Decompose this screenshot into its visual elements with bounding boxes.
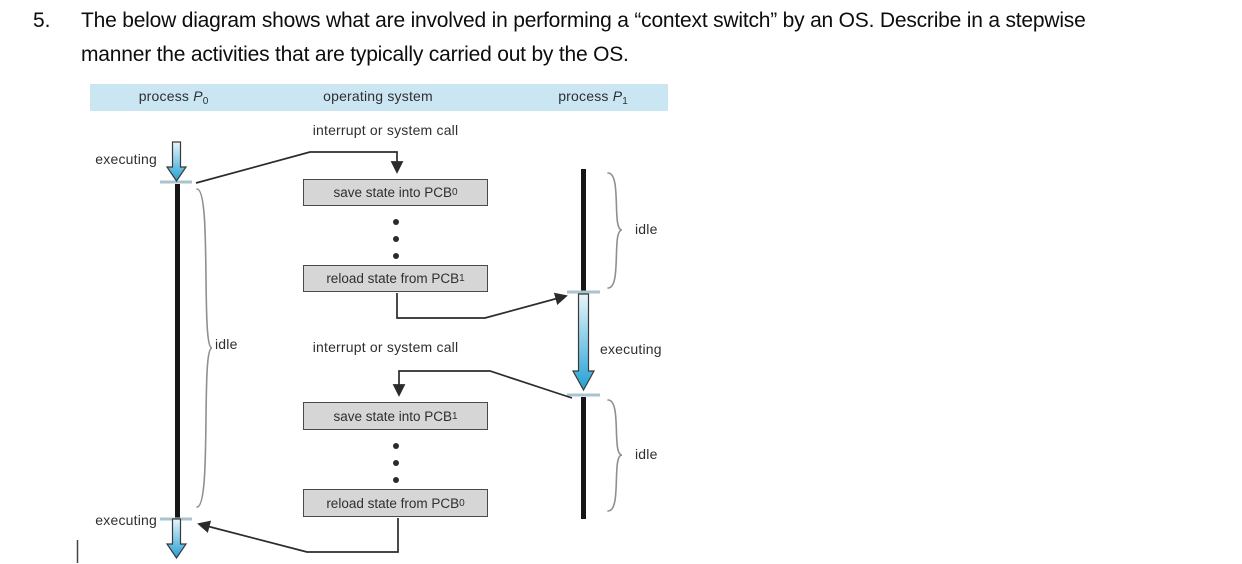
box-reload1-text: reload state from PCB bbox=[326, 271, 460, 286]
idle-label-left: idle bbox=[215, 336, 238, 352]
ellipsis-dot bbox=[393, 236, 399, 242]
p1-idle-bar-bottom bbox=[581, 397, 586, 519]
ellipsis-dot bbox=[393, 253, 399, 259]
header-p1-text: process bbox=[558, 88, 613, 104]
ellipsis-dot bbox=[393, 443, 399, 449]
question-text-line1: The below diagram shows what are involve… bbox=[81, 9, 1086, 32]
box-save1-sub: 1 bbox=[452, 410, 458, 422]
idle-brace-right-top bbox=[607, 172, 623, 289]
box-save1-text: save state into PCB bbox=[333, 408, 452, 424]
box-reload1-sub: 1 bbox=[459, 273, 465, 284]
idle-label-right-bottom: idle bbox=[635, 446, 658, 462]
interrupt-label-top: interrupt or system call bbox=[312, 122, 459, 138]
header-process-p1: process P1 bbox=[523, 88, 663, 107]
header-p0-var: P bbox=[193, 88, 203, 104]
box-reload0-sub: 0 bbox=[459, 497, 465, 509]
idle-label-right-top: idle bbox=[635, 221, 658, 237]
connector-reload1-to-p1 bbox=[396, 292, 568, 319]
executing-label-top-left: executing bbox=[95, 151, 157, 167]
idle-brace-right-bottom bbox=[607, 399, 623, 512]
p0-idle-bar bbox=[175, 184, 180, 518]
p1-idle-bar-top bbox=[581, 169, 586, 291]
question-number: 5. bbox=[33, 9, 51, 32]
ellipsis-dot bbox=[393, 460, 399, 466]
executing-arrow-p0-bottom-icon bbox=[165, 518, 188, 560]
diagram-header-bar bbox=[90, 84, 668, 111]
header-p1-var: P bbox=[612, 88, 623, 104]
header-p0-sub: 0 bbox=[202, 96, 209, 107]
box-save0-text: save state into PCB bbox=[333, 185, 452, 200]
idle-brace-left bbox=[196, 188, 213, 508]
executing-label-bottom-left: executing bbox=[95, 512, 157, 528]
header-process-p0: process P0 bbox=[96, 88, 251, 107]
interrupt-label-mid: interrupt or system call bbox=[312, 339, 459, 355]
executing-label-right: executing bbox=[600, 341, 662, 357]
ellipsis-dot bbox=[393, 219, 399, 225]
executing-arrow-p0-top-icon bbox=[165, 141, 188, 183]
box-save0-sub: 0 bbox=[452, 187, 458, 198]
box-reload0-text: reload state from PCB bbox=[326, 495, 460, 511]
header-p1-sub: 1 bbox=[622, 96, 628, 107]
question-text-line2: manner the activities that are typically… bbox=[81, 43, 629, 66]
header-p0-text: process bbox=[138, 88, 194, 104]
ellipsis-dot bbox=[393, 477, 399, 483]
header-operating-system: operating system bbox=[323, 88, 433, 104]
executing-arrow-p1-icon bbox=[571, 293, 596, 392]
connector-reload0-to-p0 bbox=[197, 518, 399, 553]
connector-interrupt-to-save1 bbox=[392, 370, 573, 399]
